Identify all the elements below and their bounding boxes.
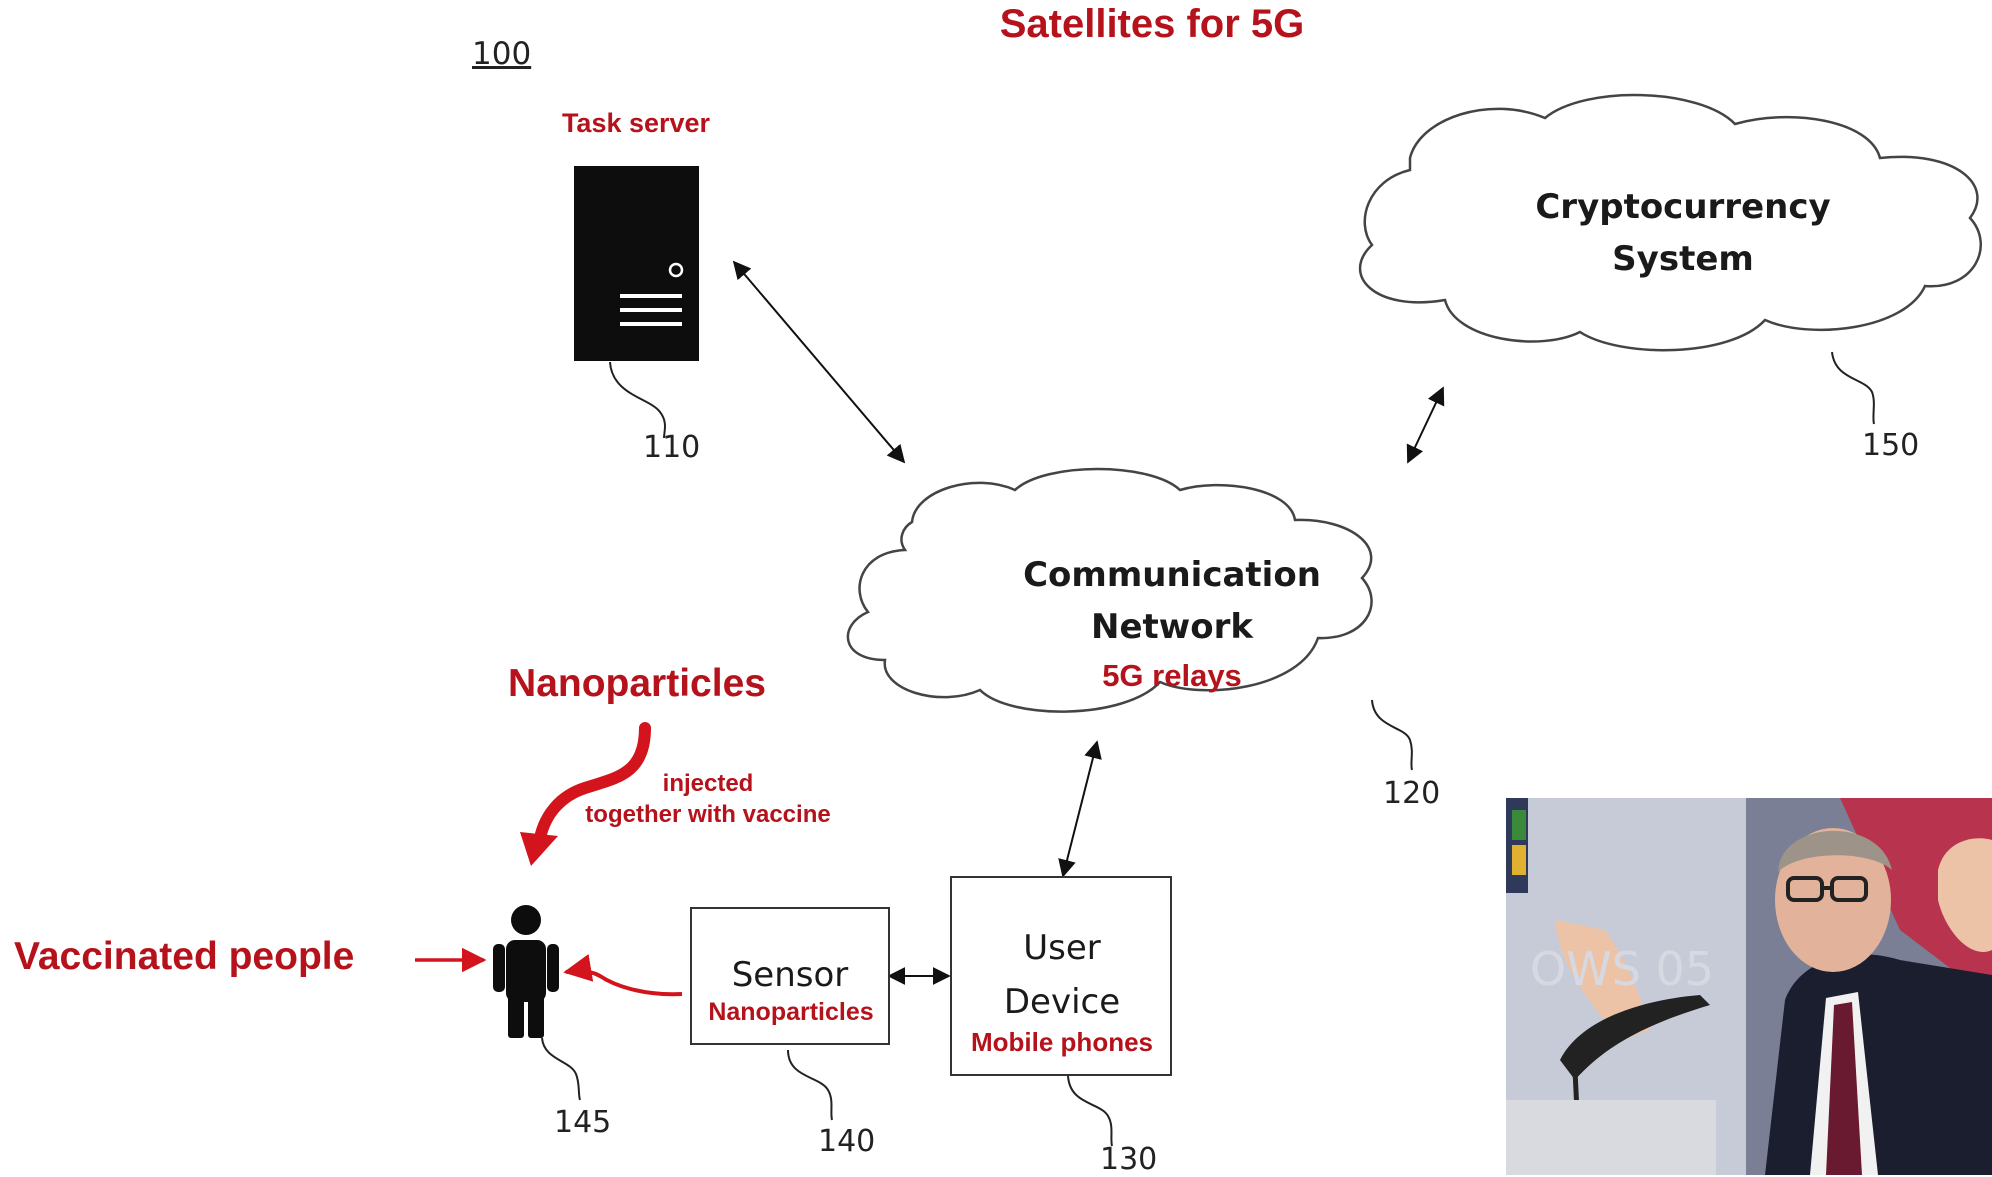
person-icon	[493, 905, 559, 1038]
task-server-label: Task server	[561, 108, 711, 138]
network-label-line1: Communication	[1023, 555, 1321, 595]
vaccinated-people-label: Vaccinated people	[14, 935, 355, 978]
server-ref-leader	[609, 361, 666, 439]
crypto-ref-leader	[1831, 351, 1875, 425]
arrow-network-device	[1058, 740, 1102, 878]
sensor-sublabel: Nanoparticles	[708, 998, 874, 1026]
nanoparticles-arrowhead	[520, 832, 558, 866]
sensor-box	[690, 907, 890, 1045]
user-device-sublabel: Mobile phones	[971, 1027, 1153, 1057]
network-ref-leader	[1371, 699, 1413, 771]
speaker-photo: OWS 05	[1506, 798, 1992, 1175]
arrow-server-network	[732, 260, 906, 464]
crypto-label-line1: Cryptocurrency	[1535, 187, 1831, 227]
device-ref-leader	[1067, 1075, 1113, 1147]
nanoparticles-curved-arrow	[534, 722, 651, 844]
person-ref-leader	[541, 1037, 581, 1101]
diagram-title: Satellites for 5G	[999, 2, 1305, 46]
photo-sign-text: OWS 05	[1530, 942, 1714, 996]
crypto-ref: 150	[1862, 428, 1920, 463]
network-sublabel: 5G relays	[1102, 658, 1242, 693]
injected-note-line2: together with vaccine	[585, 801, 831, 828]
user-device-label-line1: User	[1023, 928, 1101, 968]
injected-note-line1: injected	[662, 770, 754, 797]
server-icon	[574, 166, 699, 361]
user-device-label-line2: Device	[1003, 982, 1121, 1022]
network-ref: 120	[1383, 776, 1441, 811]
crypto-cloud	[1358, 93, 1982, 352]
nanoparticles-label: Nanoparticles	[508, 662, 766, 705]
crypto-label-line2: System	[1612, 239, 1754, 279]
sensor-ref-leader	[787, 1049, 833, 1121]
network-label-line2: Network	[1091, 607, 1253, 647]
server-ref: 110	[643, 430, 701, 465]
arrow-network-crypto	[1406, 386, 1445, 464]
sensor-ref: 140	[818, 1124, 876, 1159]
user-device-ref: 130	[1100, 1142, 1158, 1177]
sensor-label: Sensor	[731, 955, 849, 995]
sensor-to-person-arrow	[563, 954, 683, 997]
figure-number: 100	[472, 36, 532, 72]
user-device-box	[950, 876, 1172, 1076]
network-cloud	[846, 467, 1373, 713]
person-ref: 145	[554, 1105, 612, 1140]
